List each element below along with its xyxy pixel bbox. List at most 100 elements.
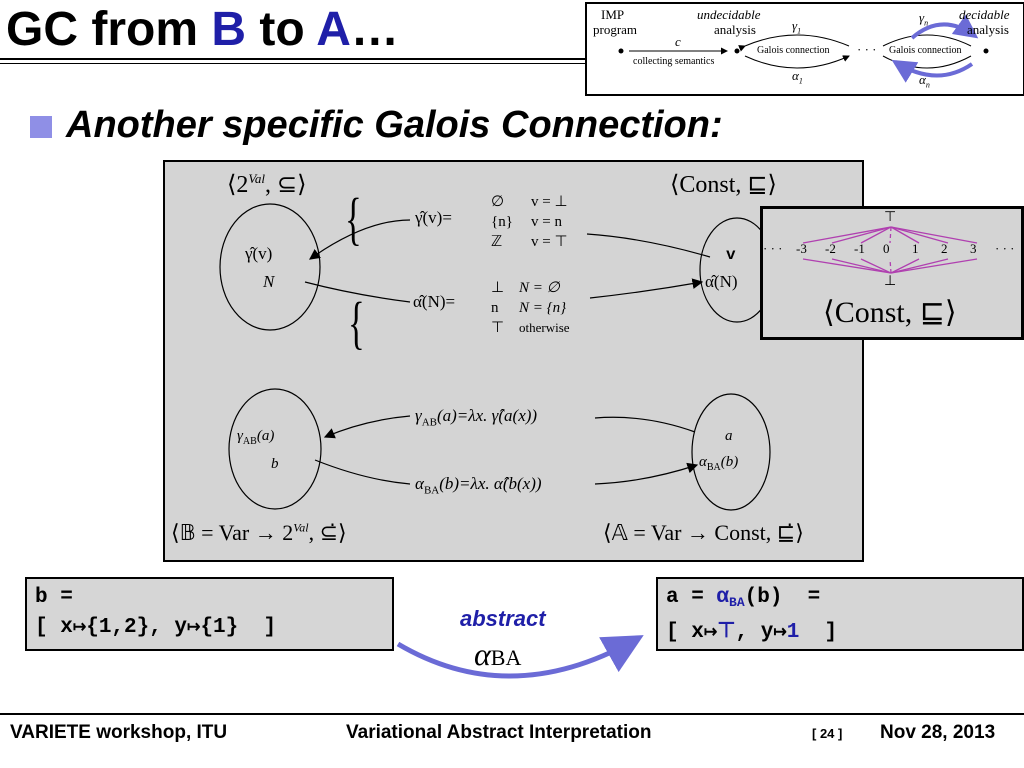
bottom-edge-1: [890, 258, 920, 274]
title-text-2: to: [246, 3, 317, 56]
gamma-ab-a-node: γAB(a): [237, 428, 275, 447]
bullet-heading: Another specific Galois Connection:: [66, 104, 723, 146]
bottom-edge-3: [890, 258, 978, 274]
lattice-ellipsis-right: · · ·: [995, 241, 1015, 256]
alpha1-label: α1: [792, 68, 803, 86]
slide-title: GC from B to A…: [6, 0, 399, 60]
bottom-edge--2: [831, 258, 892, 274]
a-domain-label: ⟨𝔸 = Var → Const, ⊑̇⟩: [603, 520, 804, 545]
code-a-line2: [ x↦⊤, y↦1 ]: [666, 621, 838, 644]
alpha-n-arrow: [891, 59, 974, 83]
svg-text:{: {: [345, 187, 362, 251]
lattice-ellipsis-left: · · ·: [763, 241, 783, 256]
galois-connection-label-1: Galois connection: [757, 45, 830, 56]
alphan-label: αn: [919, 72, 930, 90]
powerset-ellipse: [219, 203, 321, 331]
galois-connection-label-2: Galois connection: [889, 45, 962, 56]
decidable-analysis-label: analysis: [967, 22, 1009, 37]
const-lattice-caption: ⟨Const, ⊑⟩: [823, 296, 957, 329]
program-label-1: IMP: [601, 7, 625, 22]
b-ellipse: [228, 388, 322, 510]
c-label: c: [675, 34, 681, 49]
title-text-1: GC from: [6, 3, 212, 56]
abstract-arrow: [396, 635, 644, 679]
lattice-value--3: -3: [796, 241, 807, 256]
top-edge--1: [860, 226, 892, 244]
title-ellipsis: …: [350, 3, 399, 56]
bottom-edge--1: [860, 258, 892, 274]
footer-page-number: [ 24 ]: [812, 726, 843, 741]
decidable-label: decidable: [959, 7, 1010, 22]
alpha-hat-definition-lhs: α̂(N)=: [413, 292, 456, 311]
a-node: a: [725, 428, 733, 444]
undecidable-analysis-label: analysis: [714, 22, 756, 37]
code-a-line1: a = αBA(b) =: [666, 586, 821, 610]
lattice-value--2: -2: [825, 241, 836, 256]
bottom-edge-0: [889, 258, 892, 274]
code-b-line2: [ x↦{1,2}, y↦{1} ]: [35, 616, 277, 639]
const-lattice-diagram: [802, 226, 978, 274]
code-box-a: a = αBA(b) = [ x↦⊤, y↦1 ]: [656, 577, 1024, 651]
top-edge--3: [802, 226, 892, 244]
const-lattice-inset: ⊤ ⊥ · · · · · · -3 -2 -1 0 1 2 3 ⟨Const, ⊑⟩: [760, 206, 1024, 340]
alpha-case-1: ⊥N = ∅: [491, 280, 560, 296]
svg-text:{: {: [348, 291, 365, 355]
gamman-label: γn: [919, 10, 929, 28]
b-domain-label: ⟨𝔹 = Var → 2Val, ⊆̇⟩: [171, 520, 347, 545]
title-highlight-b: B: [211, 3, 247, 56]
footer-talk-title: Variational Abstract Interpretation: [346, 722, 652, 743]
code-b-line1: b =: [35, 586, 73, 609]
b-node: b: [271, 456, 279, 472]
gamma-hat-v-node: γ̂(v): [245, 244, 273, 263]
pipeline-dots: · · ·: [857, 42, 877, 57]
lattice-value-3: 3: [970, 241, 977, 256]
bullet-square: [30, 116, 52, 138]
lattice-value-0: 0: [883, 241, 890, 256]
top-edge-1: [890, 226, 920, 244]
footer-date: Nov 28, 2013: [880, 722, 996, 743]
title-underline-thin: [0, 63, 590, 64]
pipeline-diagram: [618, 14, 989, 83]
gamma-case-1: ∅v = ⊥: [491, 194, 568, 210]
top-edge-0: [889, 226, 892, 244]
gamma1-label: γ1: [792, 18, 802, 36]
pipeline-inset: IMP program undecidable analysis decidab…: [585, 2, 1024, 96]
gamma-hat-definition-lhs: γ̂(v)=: [415, 208, 452, 227]
bottom-edge--3: [802, 258, 892, 274]
top-edge--2: [831, 226, 892, 244]
title-highlight-a: A: [316, 3, 351, 56]
gamma-ab-definition: γAB(a)=λx. γ̂(a(x)): [415, 406, 538, 429]
code-box-b: b = [ x↦{1,2}, y↦{1} ]: [25, 577, 394, 651]
program-label-2: program: [593, 22, 638, 37]
title-underline: [0, 58, 590, 60]
alpha-ba-definition: αBA(b)=λx. α̂(b(x)): [415, 474, 542, 497]
alpha-ba-b-node: αBA(b): [699, 454, 739, 473]
collecting-semantics-label: collecting semantics: [633, 56, 715, 67]
footer-venue: VARIETE workshop, ITU: [10, 722, 228, 743]
abstract-label: abstract: [460, 606, 546, 631]
gamma-case-2: {n}v = n: [491, 214, 562, 230]
alpha-ba-label: αBA: [474, 636, 522, 672]
top-edge-2: [890, 226, 949, 244]
v-node: v: [726, 246, 736, 264]
galois-figure: { { ⟨2Val, ⊆⟩ ⟨Const, ⊑⟩ γ̂(v) N v α̂(N)…: [163, 160, 864, 562]
powerset-lattice-label: ⟨2Val, ⊆⟩: [227, 171, 307, 198]
top-edge-3: [890, 226, 978, 244]
footer-rule: [0, 713, 1024, 715]
alpha-case-3: ⊤otherwise: [491, 320, 570, 336]
lattice-value--1: -1: [854, 241, 865, 256]
lattice-top: ⊤: [884, 210, 897, 225]
bottom-edge-2: [890, 258, 949, 274]
lattice-value-2: 2: [941, 241, 948, 256]
const-lattice-label: ⟨Const, ⊑⟩: [670, 172, 777, 198]
gamma-n-arrow: [910, 14, 979, 40]
lattice-bottom: ⊥: [884, 274, 897, 289]
a-ellipse: [691, 393, 771, 511]
n-node: N: [263, 272, 275, 291]
alpha-hat-n-node: α̂(N): [705, 272, 738, 291]
lattice-value-1: 1: [912, 241, 919, 256]
